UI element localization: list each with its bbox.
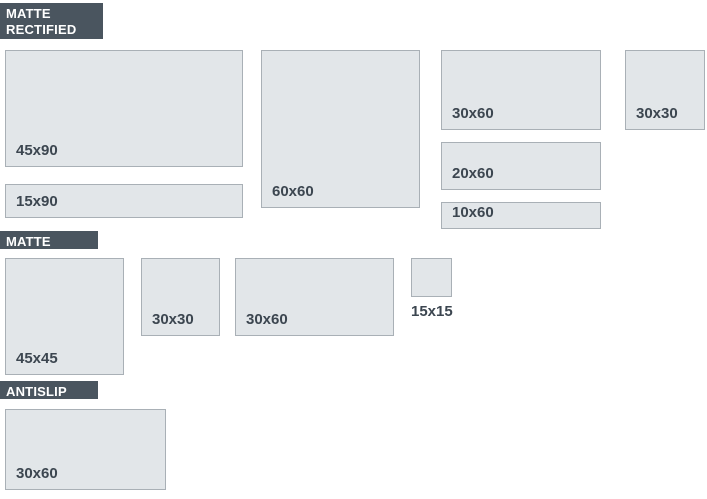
section-badge-matte: MATTE — [0, 231, 98, 249]
tile-label-mr-60x60: 60x60 — [272, 183, 314, 200]
tile-mr-30x30[interactable]: 30x30 — [625, 50, 705, 130]
tile-a-30x60[interactable]: 30x60 — [5, 409, 166, 490]
tile-label-mr-15x90: 15x90 — [16, 193, 58, 210]
tile-label-m-45x45: 45x45 — [16, 350, 58, 367]
section-badge-matte-rectified: MATTE RECTIFIED — [0, 3, 103, 39]
tile-label-m-30x60: 30x60 — [246, 311, 288, 328]
tile-mr-10x60[interactable]: 10x60 — [441, 202, 601, 229]
tile-mr-60x60[interactable]: 60x60 — [261, 50, 420, 208]
tile-m-30x60[interactable]: 30x60 — [235, 258, 394, 336]
tile-label-mr-10x60: 10x60 — [452, 204, 494, 221]
tile-label-mr-20x60: 20x60 — [452, 165, 494, 182]
tile-label-m-15x15-label: 15x15 — [411, 303, 453, 320]
section-badge-antislip: ANTISLIP — [0, 381, 98, 399]
tile-label-mr-30x60: 30x60 — [452, 105, 494, 122]
tile-mr-45x90[interactable]: 45x90 — [5, 50, 243, 167]
tile-label-mr-45x90: 45x90 — [16, 142, 58, 159]
tile-mr-20x60[interactable]: 20x60 — [441, 142, 601, 190]
tile-label-mr-30x30: 30x30 — [636, 105, 678, 122]
tile-m-45x45[interactable]: 45x45 — [5, 258, 124, 375]
tile-mr-30x60[interactable]: 30x60 — [441, 50, 601, 130]
tile-m-30x30[interactable]: 30x30 — [141, 258, 220, 336]
tile-label-a-30x60: 30x60 — [16, 465, 58, 482]
tile-mr-15x90[interactable]: 15x90 — [5, 184, 243, 218]
tile-label-m-30x30: 30x30 — [152, 311, 194, 328]
tile-m-15x15[interactable] — [411, 258, 452, 297]
